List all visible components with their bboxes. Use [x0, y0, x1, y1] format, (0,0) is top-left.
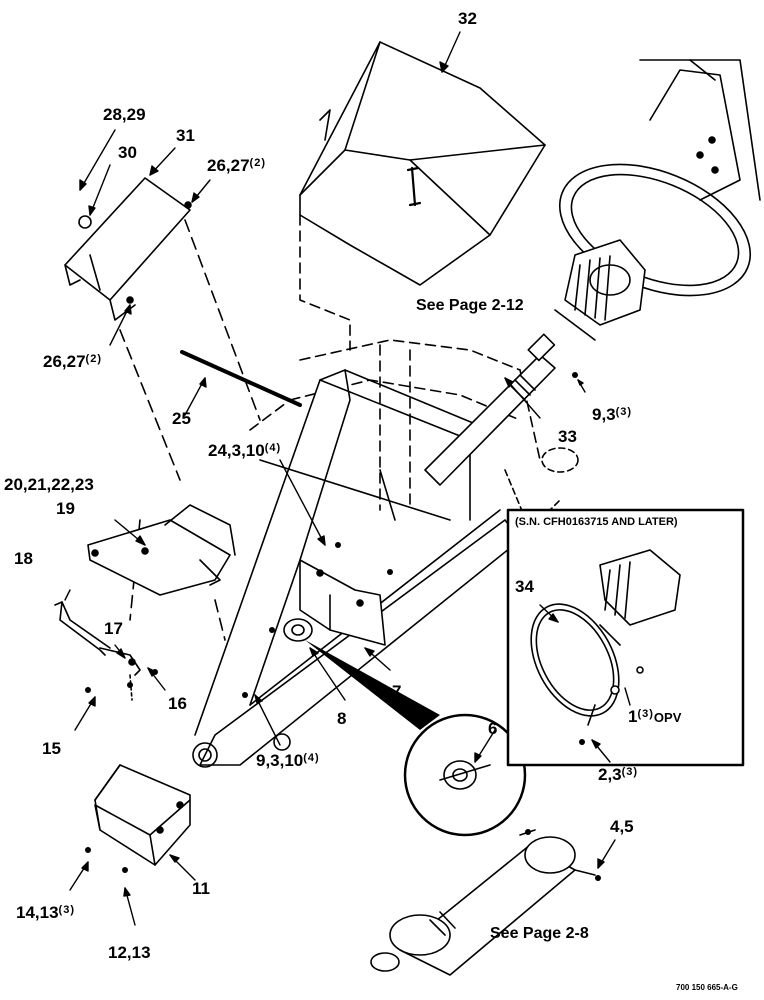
part-8-bearing — [283, 618, 313, 642]
callout-2-3: 2,3(3) — [598, 766, 638, 783]
callout-15: 15 — [42, 739, 61, 758]
part-32-shield — [299, 41, 546, 351]
callout-33: 33 — [558, 427, 577, 446]
callout-17: 17 — [104, 619, 123, 638]
ujoint-top — [554, 239, 646, 341]
callout-20-21-22-23: 20,21,22,23 — [4, 475, 94, 494]
callout-arrows — [64, 31, 631, 926]
note-see-page-2-8: See Page 2-8 — [490, 925, 589, 942]
callout-7: 7 — [392, 682, 402, 701]
callout-34: 34 — [515, 577, 534, 596]
callout-9-3-10: 9,3,10(4) — [256, 752, 320, 769]
callout-18: 18 — [14, 549, 33, 568]
callout-14-13: 14,13(3) — [16, 904, 75, 921]
callout-2-3-num: 2,3 — [598, 765, 622, 784]
callout-19: 19 — [56, 499, 75, 518]
callout-28-29: 28,29 — [103, 105, 146, 124]
callout-26-27-top-num: 26,27 — [207, 156, 250, 175]
callout-9-3-10-num: 9,3,10 — [256, 751, 304, 770]
callout-1-num: 1 — [628, 707, 638, 726]
callout-16: 16 — [168, 694, 187, 713]
callout-11: 11 — [192, 879, 210, 898]
inset-box — [506, 508, 745, 767]
callout-32: 32 — [458, 9, 477, 28]
callout-1: 1(3)OPV — [628, 708, 681, 725]
note-see-page-2-12: See Page 2-12 — [416, 297, 524, 314]
detail-circle-6 — [403, 713, 527, 837]
callout-26-27-top-qty: (2) — [249, 157, 266, 169]
drawing-code: 700 150 665-A-G — [676, 983, 738, 992]
callout-9-3-10-qty: (4) — [303, 752, 320, 764]
callout-9-3-num: 9,3 — [592, 405, 616, 424]
callout-26-27-top: 26,27(2) — [207, 157, 266, 174]
inset-serial-title: (S.N. CFH0163715 AND LATER) — [515, 516, 678, 528]
part-7-plate — [299, 559, 386, 646]
part-18-lever — [54, 601, 141, 701]
callout-6: 6 — [488, 719, 498, 738]
part-33-shaft — [424, 333, 556, 486]
callout-8: 8 — [337, 709, 347, 728]
callout-24-3-10-num: 24,3,10 — [208, 441, 265, 460]
callout-25: 25 — [172, 409, 191, 428]
callout-26-27-bottom-qty: (2) — [85, 353, 102, 365]
part-19-plate — [87, 504, 236, 596]
callout-24-3-10: 24,3,10(4) — [208, 442, 281, 459]
part-11-shield — [94, 764, 191, 866]
callout-1-suffix: OPV — [653, 710, 682, 725]
frame-main-beam — [192, 369, 521, 768]
callout-26-27-bottom-num: 26,27 — [43, 352, 86, 371]
part-31-bracket — [64, 177, 192, 321]
callout-14-13-qty: (3) — [58, 904, 75, 916]
detail-wedge — [305, 640, 440, 730]
hardware-bolts — [85, 372, 601, 881]
callout-14-13-num: 14,13 — [16, 903, 59, 922]
callout-9-3-qty: (3) — [615, 406, 633, 418]
bottom-driveline — [370, 829, 596, 976]
callout-26-27-bottom: 26,27(2) — [43, 353, 102, 370]
callout-12-13: 12,13 — [108, 943, 151, 962]
callout-9-3: 9,3(3) — [592, 406, 632, 423]
callout-2-3-qty: (3) — [621, 766, 639, 778]
callout-30: 30 — [118, 143, 137, 162]
callout-4-5: 4,5 — [610, 817, 634, 836]
callout-31: 31 — [176, 126, 195, 145]
callout-1-qty: (3) — [637, 708, 654, 720]
part-25-rod — [180, 350, 302, 407]
callout-24-3-10-qty: (4) — [264, 442, 282, 454]
